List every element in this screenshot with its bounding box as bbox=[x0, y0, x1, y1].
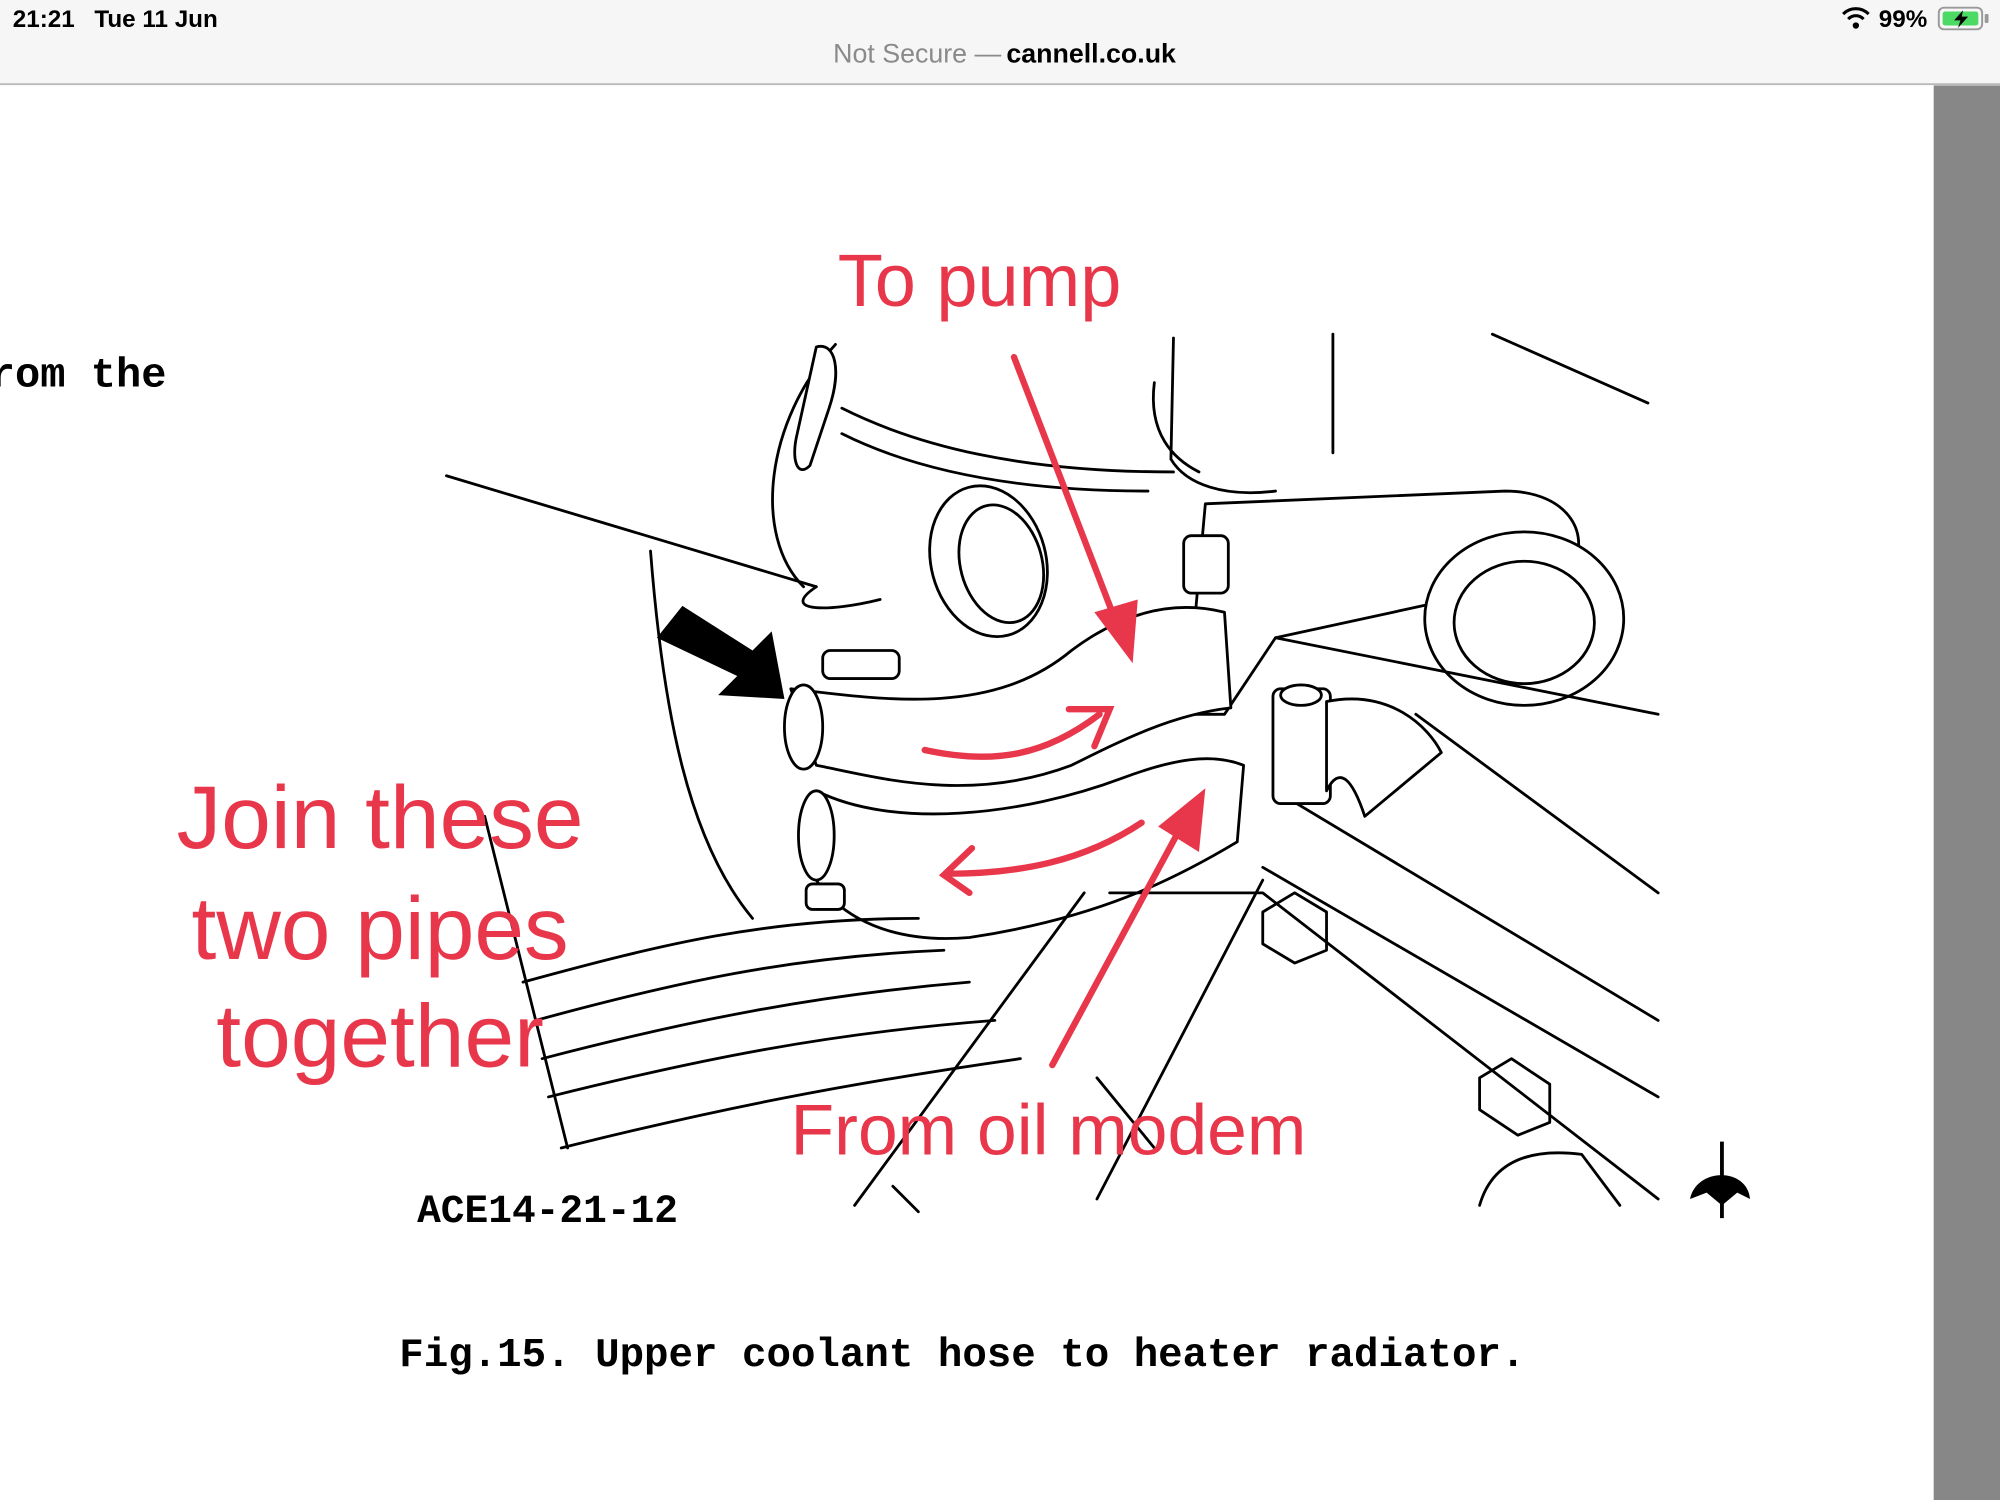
join-label-line3: together bbox=[216, 985, 544, 1085]
red-arrow-to-pump-icon bbox=[1010, 353, 1138, 664]
coolant-hose-diagram bbox=[445, 332, 1750, 1219]
red-curved-arrow-upper-icon bbox=[921, 705, 1115, 760]
wifi-icon bbox=[1842, 7, 1870, 29]
battery-charging-icon bbox=[1937, 6, 1989, 31]
address-bar[interactable]: Not Secure — cannell.co.uk bbox=[833, 39, 1176, 69]
join-label-line1: Join these bbox=[177, 767, 584, 867]
domain-label: cannell.co.uk bbox=[1006, 39, 1176, 69]
status-time: 21:21 bbox=[13, 6, 75, 33]
body-text-fragment: rom the bbox=[0, 351, 167, 399]
figure-caption: Fig.15. Upper coolant hose to heater rad… bbox=[399, 1333, 1525, 1379]
security-label: Not Secure — bbox=[833, 39, 1001, 69]
black-arrow-icon bbox=[656, 605, 785, 699]
battery-percent: 99% bbox=[1879, 6, 1927, 33]
annotations: To pump Join these two pipes together Fr… bbox=[177, 239, 1307, 1170]
status-date: Tue 11 Jun bbox=[94, 6, 217, 33]
orientation-marker-icon bbox=[1690, 1141, 1750, 1219]
from-oil-label: From oil modem bbox=[791, 1090, 1307, 1170]
browser-header: 21:21 Tue 11 Jun 99% Not Secure — cannel… bbox=[0, 0, 2000, 86]
red-arrow-from-oil-icon bbox=[1049, 788, 1206, 1069]
red-curved-arrow-lower-icon bbox=[938, 819, 1145, 897]
scrollbar[interactable] bbox=[1933, 85, 2000, 1500]
figure-code: ACE14-21-12 bbox=[417, 1189, 678, 1234]
to-pump-label: To pump bbox=[838, 239, 1122, 322]
join-label-line2: two pipes bbox=[192, 878, 569, 978]
